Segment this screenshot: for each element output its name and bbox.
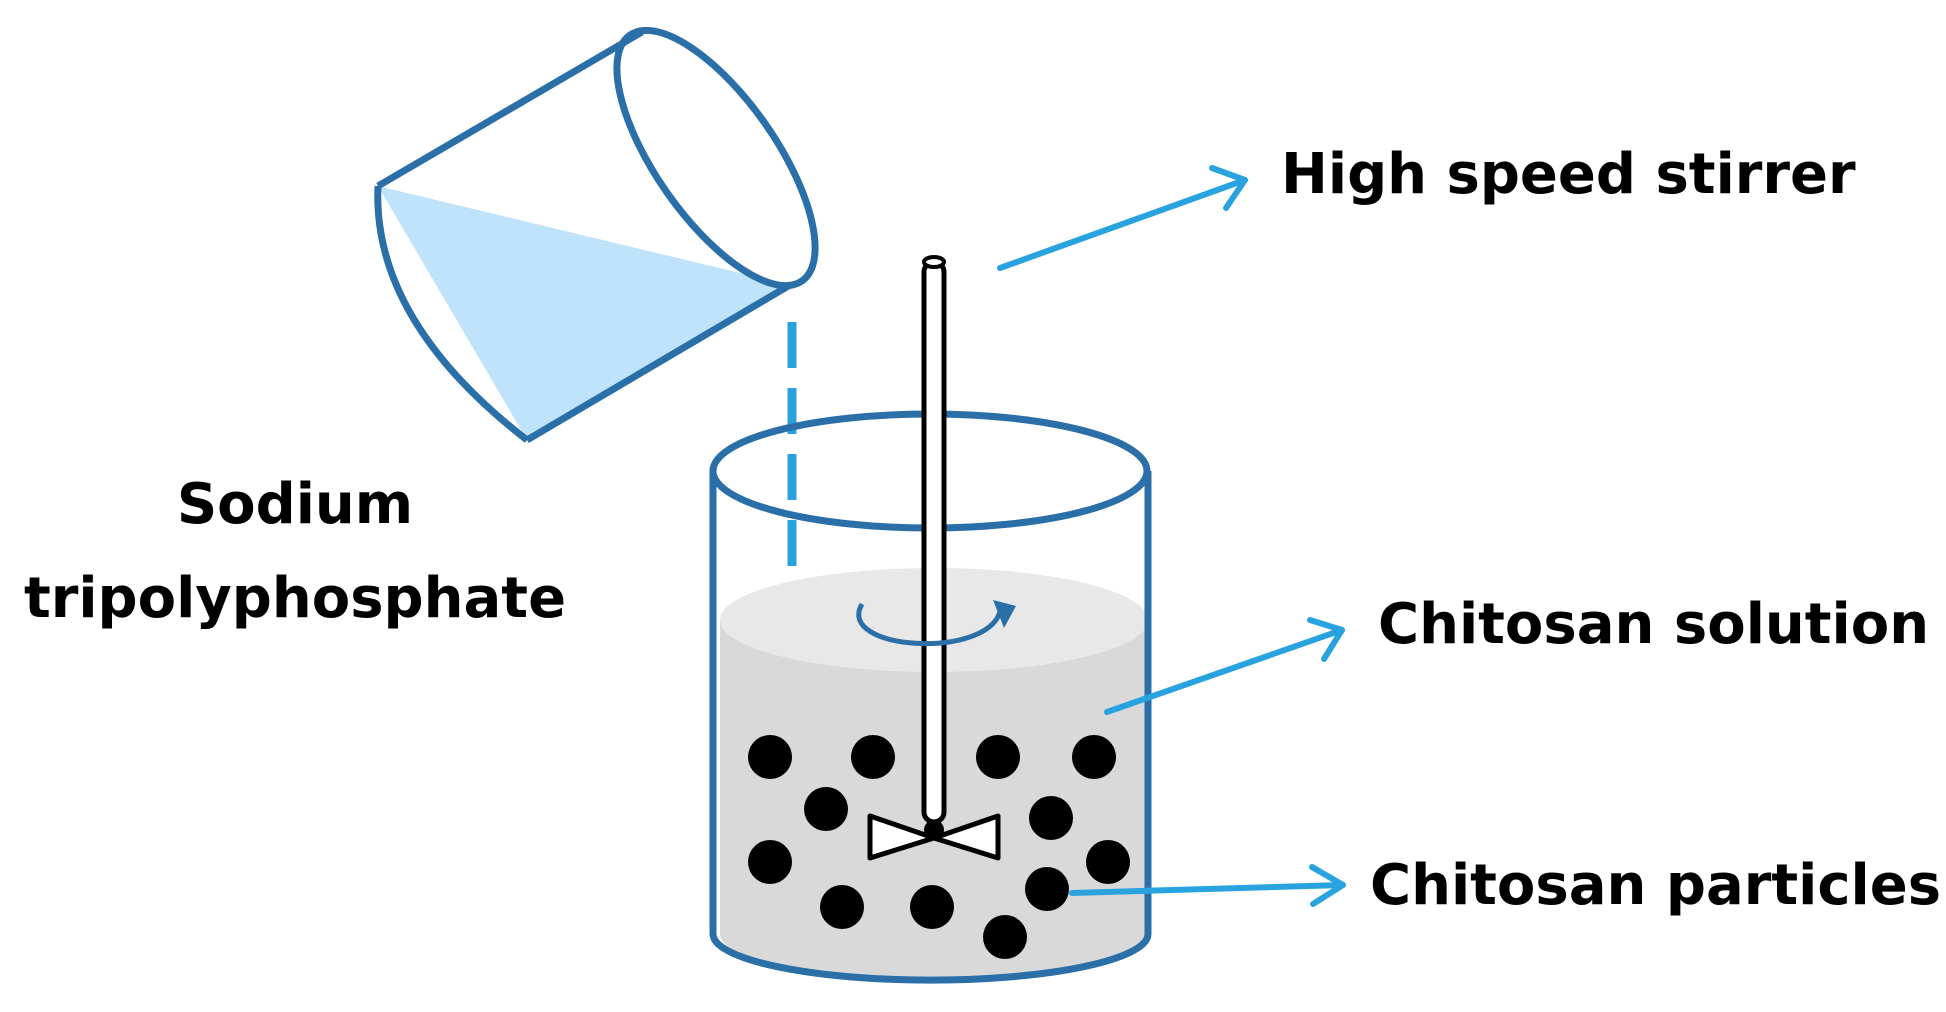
stirrer-label: High speed stirrer xyxy=(1281,142,1856,207)
reagent-liquid xyxy=(378,186,790,440)
pouring-beaker-bottom-side xyxy=(525,281,792,444)
reagent-label-line1: Sodium xyxy=(177,472,413,537)
chitosan-particles xyxy=(748,735,1130,959)
beaker-base xyxy=(709,933,1152,984)
particle xyxy=(1025,867,1069,911)
particle xyxy=(748,735,792,779)
stirrer-arrow-icon xyxy=(997,165,1248,271)
particle xyxy=(820,885,864,929)
reagent-label-line2: tripolyphosphate xyxy=(24,566,566,631)
impeller-icon xyxy=(867,813,1001,861)
pouring-beaker-top-side xyxy=(376,28,644,190)
particle xyxy=(976,735,1020,779)
label-arrows xyxy=(997,165,1346,907)
pouring-beaker xyxy=(374,26,819,444)
particle xyxy=(851,735,895,779)
stirrer-shaft xyxy=(921,259,947,825)
particle xyxy=(748,840,792,884)
particle xyxy=(804,787,848,831)
pouring-beaker-mouth xyxy=(613,26,819,290)
solution-label: Chitosan solution xyxy=(1378,592,1929,657)
particles-label: Chitosan particles xyxy=(1370,853,1941,918)
stirrer-shaft-top xyxy=(922,255,946,269)
particle xyxy=(1029,796,1073,840)
solution-arrow-icon xyxy=(1104,617,1345,715)
particles-arrow-icon xyxy=(1069,864,1346,907)
impeller-hub xyxy=(924,820,944,840)
particle xyxy=(1072,735,1116,779)
particle xyxy=(910,885,954,929)
stirrer xyxy=(867,255,1001,861)
rotation-arrow-icon xyxy=(856,600,1016,647)
particle xyxy=(983,915,1027,959)
pouring-beaker-bottom-edge xyxy=(374,185,530,443)
particle xyxy=(1086,840,1130,884)
